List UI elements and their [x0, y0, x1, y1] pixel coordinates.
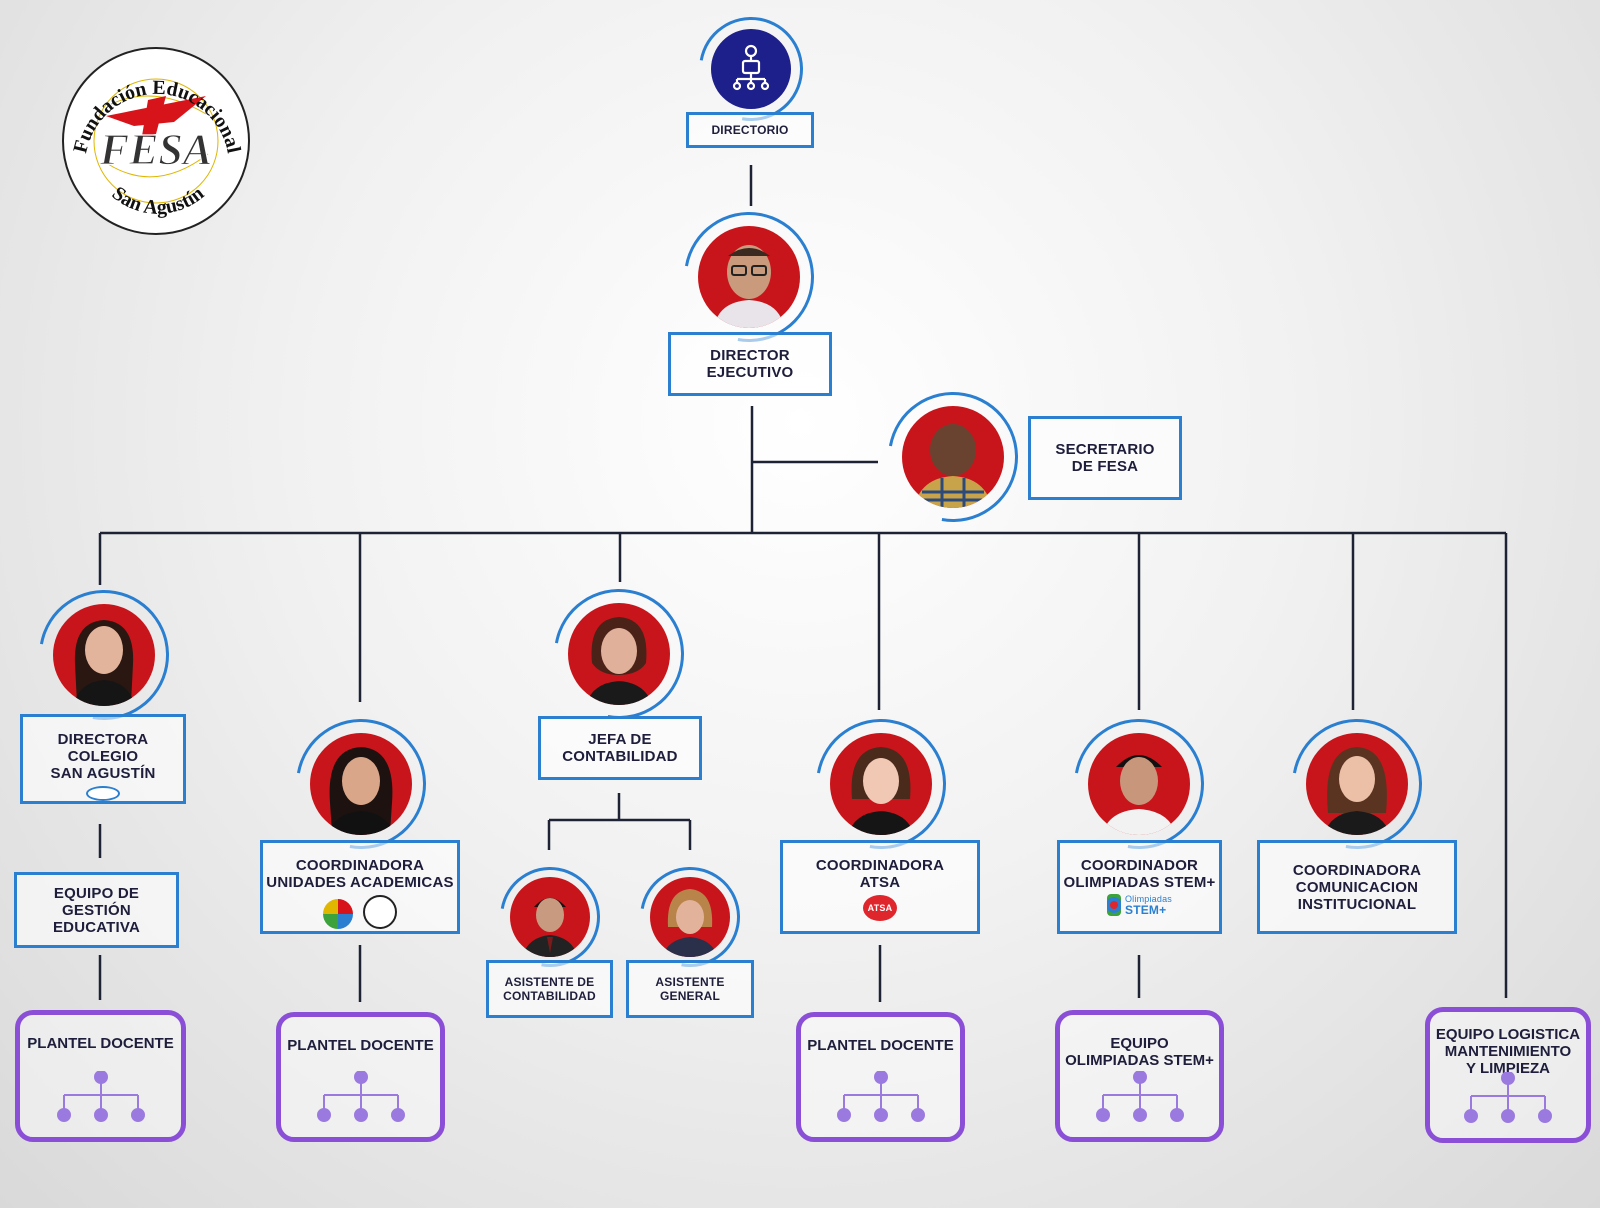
directora-colegio-label: DIRECTORA COLEGIO SAN AGUSTÍN: [50, 731, 156, 782]
unidades-logo-icon: [322, 899, 353, 929]
node-equipo-gestion: EQUIPO DE GESTIÓN EDUCATIVA: [14, 872, 179, 948]
team-plantel-docente-2: PLANTEL DOCENTE: [276, 1012, 445, 1142]
team-equipo-logistica: EQUIPO LOGISTICA MANTENIMIENTO Y LIMPIEZ…: [1425, 1007, 1591, 1143]
jefa-contabilidad-label: JEFA DE CONTABILIDAD: [562, 731, 678, 765]
coord-unidades-label: COORDINADORA UNIDADES ACADEMICAS: [266, 857, 454, 891]
atsa-logo-icon: ATSA: [863, 895, 897, 921]
node-secretario: SECRETARIO DE FESA: [1028, 416, 1182, 500]
coord-olimpiadas-label: COORDINADOR OLIMPIADAS STEM+: [1063, 857, 1216, 891]
person-photo-icon: [328, 747, 394, 835]
director-avatar: [658, 186, 840, 368]
colegio-logo-icon: [86, 786, 120, 801]
node-coord-unidades: COORDINADORA UNIDADES ACADEMICAS: [260, 840, 460, 934]
coord-unidades-avatar: [270, 693, 452, 875]
hierarchy-icon: [1095, 1071, 1184, 1122]
plantel-docente-3-label: PLANTEL DOCENTE: [807, 1037, 954, 1054]
asistente-contabilidad-avatar: [480, 847, 620, 987]
hierarchy-icon: [316, 1071, 405, 1122]
org-structure-icon: [732, 44, 770, 91]
plantel-docente-1-label: PLANTEL DOCENTE: [27, 1035, 174, 1052]
node-coord-comunicacion: COORDINADORA COMUNICACION INSTITUCIONAL: [1257, 840, 1457, 934]
coord-atsa-avatar: [790, 693, 972, 875]
person-photo-icon: [73, 620, 135, 706]
asistente-general-avatar: [620, 847, 760, 987]
logo-center-text: FESA: [99, 125, 213, 174]
person-photo-icon: [848, 747, 914, 835]
node-asistente-general: ASISTENTE GENERAL: [626, 960, 754, 1018]
coord-comunicacion-label: COORDINADORA COMUNICACION INSTITUCIONAL: [1292, 861, 1422, 913]
equipo-olimpiadas-label: EQUIPO OLIMPIADAS STEM+: [1065, 1035, 1214, 1069]
node-directora-colegio: DIRECTORA COLEGIO SAN AGUSTÍN: [20, 714, 186, 804]
coord-atsa-label: COORDINADORA ATSA: [815, 857, 945, 891]
fesa-logo: Fundación Educacional FESA San Agustín: [56, 44, 256, 239]
secretario-label: SECRETARIO DE FESA: [1055, 441, 1155, 475]
team-plantel-docente-1: PLANTEL DOCENTE: [15, 1010, 186, 1142]
person-photo-icon: [714, 245, 784, 328]
person-photo-icon: [1324, 747, 1390, 835]
node-coord-atsa: COORDINADORA ATSA ATSA: [780, 840, 980, 934]
person-photo-icon: [914, 424, 992, 508]
plantel-docente-2-label: PLANTEL DOCENTE: [287, 1037, 434, 1054]
olimpiadas-logo-icon: Olimpiadas STEM+: [1106, 894, 1173, 917]
equipo-gestion-label: EQUIPO DE GESTIÓN EDUCATIVA: [52, 884, 141, 936]
hierarchy-icon: [836, 1071, 925, 1122]
olimpiadas-badge-small: Olimpiadas: [1124, 894, 1173, 904]
person-photo-icon: [662, 889, 718, 957]
asistente-general-label: ASISTENTE GENERAL: [655, 975, 725, 1003]
directorio-label: DIRECTORIO: [711, 123, 789, 137]
secretario-avatar: [862, 366, 1044, 548]
asistente-contabilidad-label: ASISTENTE DE CONTABILIDAD: [503, 975, 596, 1003]
coord-comunicacion-avatar: [1266, 693, 1448, 875]
eagle-logo-icon: [363, 895, 398, 929]
coord-olimpiadas-avatar: [1048, 693, 1230, 875]
atsa-badge-text: ATSA: [867, 902, 893, 913]
node-jefa-contabilidad: JEFA DE CONTABILIDAD: [538, 716, 702, 780]
team-plantel-docente-3: PLANTEL DOCENTE: [796, 1012, 965, 1142]
equipo-logistica-label: EQUIPO LOGISTICA MANTENIMIENTO Y LIMPIEZ…: [1435, 1026, 1581, 1077]
person-photo-icon: [522, 898, 578, 957]
director-ejecutivo-label: DIRECTOR EJECUTIVO: [706, 347, 794, 381]
olimpiadas-badge-big: STEM+: [1124, 903, 1167, 917]
team-equipo-olimpiadas: EQUIPO OLIMPIADAS STEM+: [1055, 1010, 1224, 1142]
node-directorio: DIRECTORIO: [686, 112, 814, 148]
person-photo-icon: [1102, 755, 1176, 835]
directorio-icon-circle: [678, 0, 824, 142]
node-asistente-contabilidad: ASISTENTE DE CONTABILIDAD: [486, 960, 613, 1018]
node-director-ejecutivo: DIRECTOR EJECUTIVO: [668, 332, 832, 396]
hierarchy-icon: [56, 1071, 145, 1122]
hierarchy-icon: [1464, 1072, 1552, 1123]
node-coord-olimpiadas: COORDINADOR OLIMPIADAS STEM+ Olimpiadas …: [1057, 840, 1222, 934]
person-photo-icon: [586, 617, 652, 705]
directora-colegio-avatar: [13, 564, 195, 746]
jefa-contabilidad-avatar: [528, 563, 710, 745]
